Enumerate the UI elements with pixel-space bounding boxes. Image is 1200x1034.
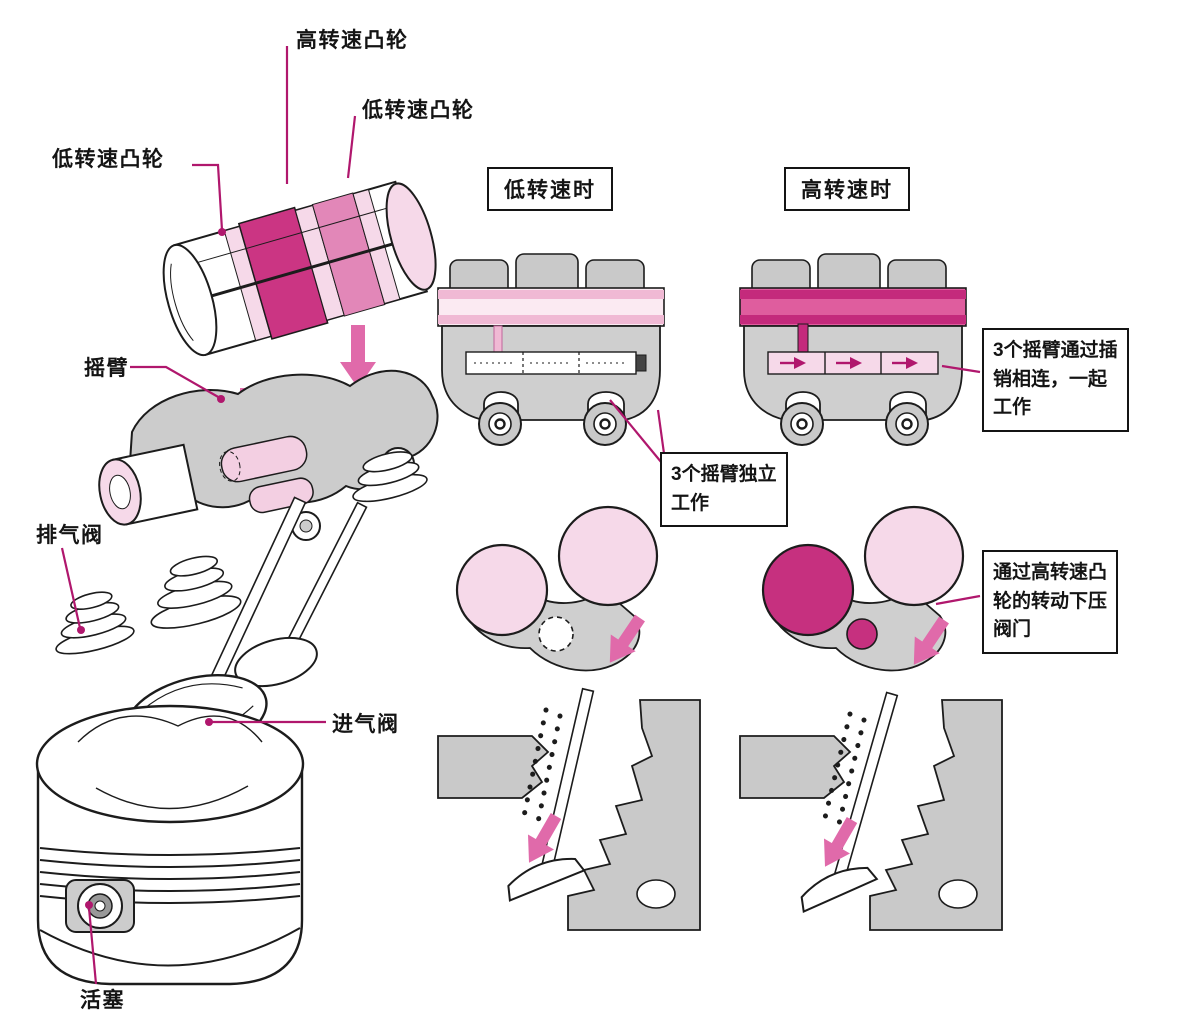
pin-arrow-icon — [906, 357, 918, 369]
camshaft-end-cap-left — [162, 243, 218, 357]
spring-coil-dots — [535, 713, 563, 825]
rocker-roller — [219, 435, 308, 483]
pin-arrow-icon — [794, 357, 806, 369]
cam-lobe-circle-engaged — [761, 543, 855, 637]
label-high-speed-cam: 高转速凸轮 — [296, 29, 409, 52]
leader-rocker-arm — [130, 365, 221, 399]
cam-seam-line — [190, 237, 413, 304]
motion-arrow-icon — [824, 817, 858, 867]
motion-arrow-icon — [609, 614, 645, 663]
leader-lines — [60, 46, 981, 985]
callout-line: 阀门 — [993, 619, 1032, 640]
header-high-speed: 高转速时 — [784, 167, 910, 211]
leader-piston — [87, 907, 98, 985]
port-hole — [636, 879, 676, 909]
spring-coil-dots — [521, 707, 549, 819]
port-hole — [938, 879, 978, 909]
piston-assembly — [35, 704, 305, 986]
low-speed-cam-valve-diagram — [437, 505, 701, 931]
spring-coil-dots — [835, 717, 867, 831]
callout-line: 工作 — [671, 492, 710, 514]
callout-connected: 3个摇臂通过插 销相连，一起 工作 — [982, 328, 1129, 432]
piston-crown — [35, 704, 305, 824]
piston-skirt-rim — [39, 927, 301, 967]
rocker-shaft-end — [98, 443, 199, 526]
label-rocker-arm: 摇臂 — [84, 357, 129, 380]
pivot-bolt-center — [299, 519, 313, 533]
valve-foot — [507, 857, 586, 902]
motion-arrow-icon — [913, 616, 949, 665]
leader-callout-press — [935, 594, 981, 606]
pin-stopper — [635, 354, 647, 372]
piston-ring-groove — [39, 871, 301, 880]
valve-spring — [352, 451, 428, 503]
cylinder-head-mass — [437, 735, 550, 799]
valve-foot — [800, 866, 879, 914]
high-speed-rocker-diagram — [739, 253, 967, 446]
label-piston: 活塞 — [80, 989, 125, 1012]
cam-ring-light — [352, 188, 401, 305]
leader-low-speed-cam-left — [192, 163, 224, 231]
high-speed-cam-valve-diagram — [739, 505, 1003, 931]
callout-line: 3个摇臂通过插 — [993, 340, 1118, 361]
leader-exhaust-valve — [60, 547, 82, 629]
piston-ring-groove — [39, 859, 301, 868]
label-intake-valve: 进气阀 — [332, 713, 400, 736]
callout-press: 通过高转速凸 轮的转动下压 阀门 — [982, 550, 1119, 654]
pin-arrow-icon — [850, 357, 862, 369]
pin-circle-engaged — [846, 618, 878, 650]
label-exhaust-valve: 排气阀 — [36, 524, 104, 547]
callout-line: 通过高转速凸 — [993, 562, 1108, 583]
callout-line: 轮的转动下压 — [993, 590, 1108, 612]
callout-line: 3个摇臂独立 — [671, 464, 777, 485]
callout-line: 销相连，一起 — [993, 368, 1108, 390]
crown-contour — [95, 785, 249, 810]
cylinder-head-mass — [567, 699, 701, 931]
exhaust-valve-spring — [55, 591, 135, 655]
leader-callout-connected — [941, 364, 981, 374]
camshaft-end-cap-right — [385, 182, 437, 291]
low-speed-rocker-diagram — [437, 253, 665, 446]
valve-head-small — [234, 636, 318, 688]
end-cap-shading — [170, 263, 194, 341]
piston-ring-groove — [39, 847, 301, 856]
press-arrow-icon — [340, 325, 376, 388]
valve-spring — [150, 555, 242, 629]
spring-coil-dots — [821, 711, 853, 825]
motion-arrow-icon — [528, 813, 562, 863]
header-low-speed: 低转速时 — [487, 167, 613, 211]
cylinder-head-mass — [869, 699, 1003, 931]
cylinder-head-mass — [739, 735, 852, 799]
camshaft — [162, 180, 437, 357]
valve-springs — [55, 451, 428, 655]
callout-line: 工作 — [993, 397, 1032, 418]
label-low-speed-cam-right: 低转速凸轮 — [362, 99, 475, 122]
leader-callout-independent — [609, 399, 667, 469]
cam-lobe-circle — [863, 505, 965, 607]
cam-lobe-circle — [455, 543, 549, 637]
callout-independent: 3个摇臂独立 工作 — [660, 452, 788, 527]
leader-low-speed-cam-right — [346, 115, 357, 179]
label-low-speed-cam-left: 低转速凸轮 — [52, 148, 165, 171]
cam-lobe-circle — [557, 505, 659, 607]
leader-dots — [77, 228, 226, 909]
pin-circle-disengaged — [538, 616, 574, 652]
cam-highlight-line — [180, 203, 402, 268]
wrist-pin-center — [94, 900, 106, 912]
